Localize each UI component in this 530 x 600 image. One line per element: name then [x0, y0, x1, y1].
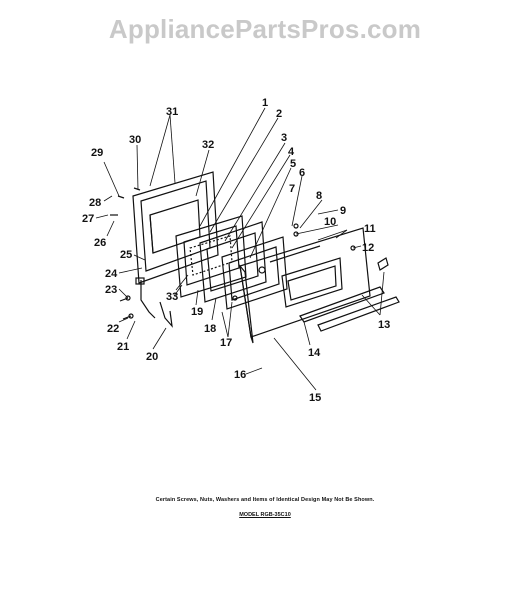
callout-17: 17: [220, 337, 232, 349]
callout-6: 6: [299, 167, 305, 179]
callout-3: 3: [281, 132, 287, 144]
parts-disclaimer: Certain Screws, Nuts, Washers and Items …: [155, 497, 375, 503]
callout-16: 16: [234, 369, 246, 381]
callout-20: 20: [146, 351, 158, 363]
callout-1: 1: [262, 97, 268, 109]
callout-9: 9: [340, 205, 346, 217]
callout-5: 5: [290, 158, 296, 170]
callout-14: 14: [308, 347, 321, 359]
glass-panel-rear: [199, 221, 267, 303]
callout-12: 12: [362, 242, 374, 254]
handle-trim: [299, 257, 400, 332]
callout-13: 13: [378, 319, 390, 331]
glass-panel-front: [221, 236, 288, 310]
callout-32: 32: [202, 139, 214, 151]
screws: [110, 187, 356, 320]
callout-11: 11: [364, 223, 376, 235]
model-number: MODEL RGB-35C10: [239, 512, 291, 518]
callout-21: 21: [117, 341, 129, 353]
callout-29: 29: [91, 147, 103, 159]
callout-labels: 1 2 3 4 5 6 7 8 9 10 11 12 13 14 15 16 1…: [82, 97, 390, 404]
callout-33: 33: [166, 291, 178, 303]
leader-lines: [95, 107, 385, 391]
callout-25: 25: [120, 249, 132, 261]
callout-8: 8: [316, 190, 322, 202]
callout-24: 24: [105, 268, 118, 280]
callout-7: 7: [289, 183, 295, 195]
callout-27: 27: [82, 213, 94, 225]
hinge-left: [135, 277, 173, 328]
watermark-logo: AppliancePartsPros.com: [108, 14, 422, 44]
callout-2: 2: [276, 108, 282, 120]
callout-23: 23: [105, 284, 117, 296]
callout-26: 26: [94, 237, 106, 249]
callout-18: 18: [204, 323, 216, 335]
callout-30: 30: [129, 134, 141, 146]
callout-19: 19: [191, 306, 203, 318]
callout-22: 22: [107, 323, 119, 335]
callout-10: 10: [324, 216, 336, 228]
outer-door-panel: [239, 227, 371, 344]
callout-4: 4: [288, 146, 295, 158]
callout-31: 31: [166, 106, 178, 118]
callout-15: 15: [309, 392, 321, 404]
callout-28: 28: [89, 197, 101, 209]
